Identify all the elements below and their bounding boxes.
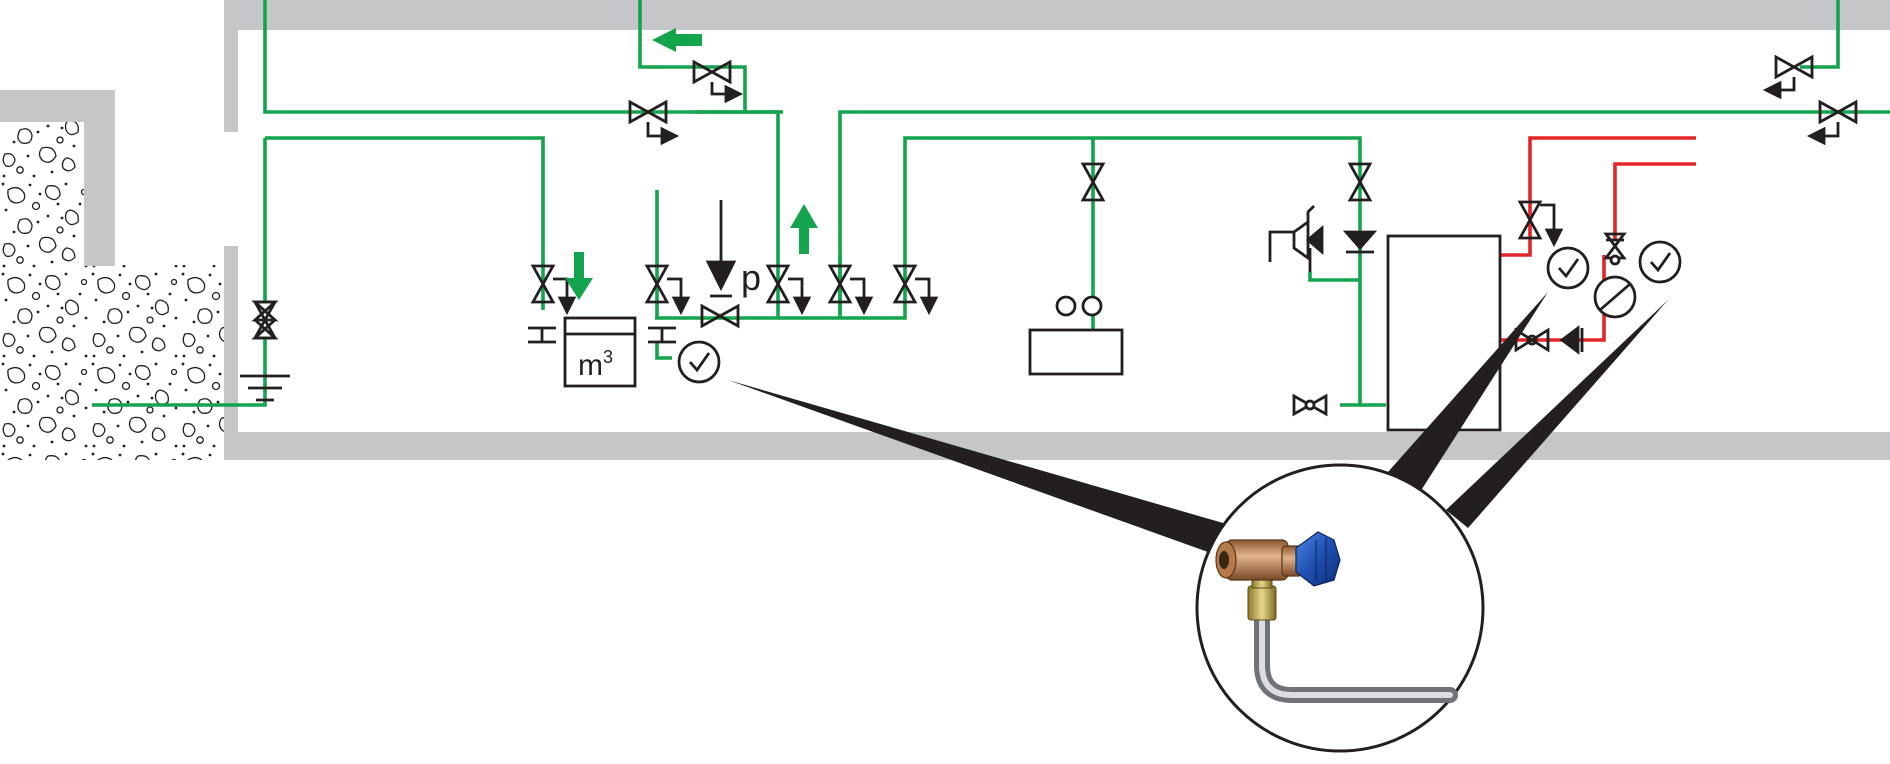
exterior-wall-upper [224,0,238,132]
building-walls [0,0,1890,460]
compression-fitting [1247,575,1277,621]
exterior-wall-lower [224,246,238,460]
sampling-valve-icon [710,82,744,104]
sampling-valve-icon [1762,77,1796,100]
water-meter-icon: m3 [528,316,676,388]
backflow-preventer-icon [240,374,290,402]
sampling-valve-icon [1540,203,1564,248]
shutoff-valve-icon [692,59,732,85]
sampling-valve-icon [850,277,874,316]
shutoff-valve-icon [1774,54,1814,80]
shutoff-valve-icon [251,300,279,340]
sampling-tube [1254,612,1458,703]
check-valve-icon [1546,246,1590,290]
shutoff-valve-icon [1347,162,1373,202]
svg-text:m3: m3 [578,347,613,382]
circulation-pump-icon [1514,238,1637,355]
fixture-icon [1028,295,1124,376]
meter-exponent-label: 3 [603,347,613,367]
shutoff-valve-icon [530,264,556,304]
shutoff-valve-icon [765,264,791,304]
ceiling-slab [224,0,1890,30]
sampling-valve-icon [1806,122,1840,146]
callout-pointers [728,292,1668,557]
pressure-gauge-icon: p [705,200,761,298]
flow-arrow-icon [652,28,702,52]
check-valves [677,240,1682,384]
sampling-valve-icon [667,277,691,316]
check-valve-icon [1638,240,1682,284]
shutoff-valve-icon [1080,162,1106,202]
shutoff-valve-icon [1818,99,1858,125]
valve-body [1215,539,1303,581]
drain-valve-icon [1292,393,1328,417]
shutoff-valves [251,54,1858,340]
pressure-label: p [741,257,761,298]
flow-arrows [565,28,818,300]
shutoff-valve-icon [892,264,918,304]
flow-arrow-icon [565,252,593,300]
floor-slab [224,432,1890,460]
shutoff-valve-icon [827,264,853,304]
potable-water-pipes [92,0,1890,407]
sampling-valves [553,77,1840,316]
water-heater-icon [1386,234,1502,432]
valve-handle-icon [1295,531,1341,587]
check-valve-icon [677,340,721,384]
shutoff-valve-icon [1603,232,1627,260]
foundation-wall-side [84,90,115,266]
sampling-valve-detail [1195,463,1485,753]
shutoff-valve-icon [700,303,740,329]
flow-arrow-icon [790,204,818,254]
sampling-valve-icon [646,122,680,146]
shutoff-valve-icon [644,264,670,304]
shutoff-valve-icon [1517,200,1543,240]
sampling-valve-icon [915,277,939,316]
safety-valve-icon [1268,205,1378,272]
shutoff-valve-icon [628,99,668,125]
sampling-valve-icon [788,277,812,316]
meter-unit-label: m [578,349,603,382]
